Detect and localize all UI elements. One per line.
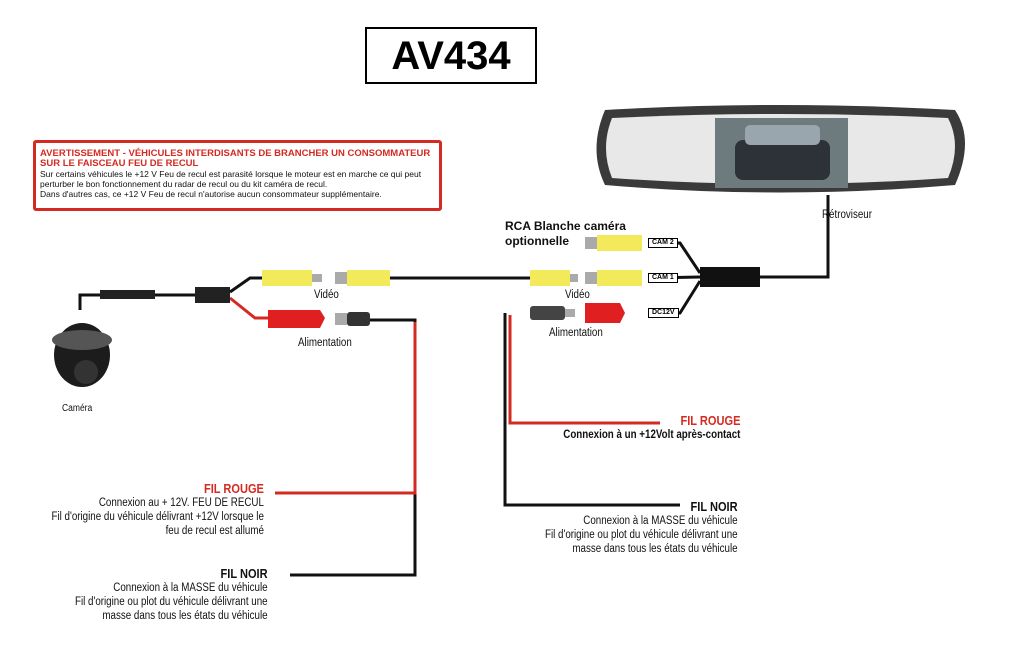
right-black-block: FIL NOIR Connexion à la MASSE du véhicul… <box>545 500 738 556</box>
red-wires <box>229 296 660 495</box>
rca-yellow-right <box>530 270 570 286</box>
right-red-title: FIL ROUGE <box>680 413 740 428</box>
right-black-title: FIL NOIR <box>690 499 738 514</box>
video-right-label: Vidéo <box>565 289 590 301</box>
left-red-l3: feu de recul est allumé <box>165 525 264 537</box>
left-black-block: FIL NOIR Connexion à la MASSE du véhicul… <box>75 567 268 623</box>
warning-heading: AVERTISSEMENT - VÉHICULES INTERDISANTS D… <box>40 148 431 169</box>
left-black-l1: Connexion à la MASSE du véhicule <box>113 582 268 594</box>
dc-plug-black <box>530 306 565 320</box>
left-black-l3: masse dans tous les états du véhicule <box>102 610 269 622</box>
rca-cam2 <box>597 235 642 251</box>
model-title: AV434 <box>365 27 537 84</box>
power-right-label: Alimentation <box>549 327 603 339</box>
right-black-l3: masse dans tous les états du véhicule <box>572 543 738 555</box>
right-red-block: FIL ROUGE Connexion à un +12Volt après-c… <box>563 414 740 442</box>
left-red-l1: Connexion au + 12V. FEU DE RECUL <box>98 497 264 509</box>
rca-yellow-female <box>347 270 390 286</box>
dc12v-label: DC12V <box>648 308 679 318</box>
rca-optional-label: RCA Blanche caméra optionnelle <box>505 219 626 248</box>
rearview-mirror <box>596 105 965 193</box>
left-red-block: FIL ROUGE Connexion au + 12V. FEU DE REC… <box>52 482 264 538</box>
mirror-hub <box>700 267 760 287</box>
camera-label: Caméra <box>62 403 93 414</box>
video-left-label: Vidéo <box>314 289 339 301</box>
right-black-l2: Fil d'origine ou plot du véhicule délivr… <box>545 529 738 541</box>
splitter <box>195 287 230 303</box>
left-black-title: FIL NOIR <box>220 566 268 581</box>
camera <box>52 290 155 387</box>
left-red-title: FIL ROUGE <box>204 481 264 496</box>
warning-line1: Sur certains véhicules le +12 V Feu de r… <box>40 169 422 189</box>
mirror-label: Rétroviseur <box>822 209 872 221</box>
right-black-l1: Connexion à la MASSE du véhicule <box>583 515 738 527</box>
rca-yellow-male <box>262 270 312 286</box>
dc-plug-red <box>585 303 625 323</box>
left-red-l2: Fil d'origine du véhicule délivrant +12V… <box>51 511 264 523</box>
cam2-label: CAM 2 <box>648 238 678 248</box>
power-left-label: Alimentation <box>298 337 352 349</box>
right-red-l1: Connexion à un +12Volt après-contact <box>562 429 740 441</box>
power-plug-red <box>268 310 325 328</box>
warning-box: AVERTISSEMENT - VÉHICULES INTERDISANTS D… <box>33 140 442 211</box>
cam1-label: CAM 1 <box>648 273 678 283</box>
warning-line2: Dans d'autres cas, ce +12 V Feu de recul… <box>40 189 382 199</box>
wires <box>78 195 830 577</box>
left-black-l2: Fil d'origine ou plot du véhicule délivr… <box>75 596 268 608</box>
